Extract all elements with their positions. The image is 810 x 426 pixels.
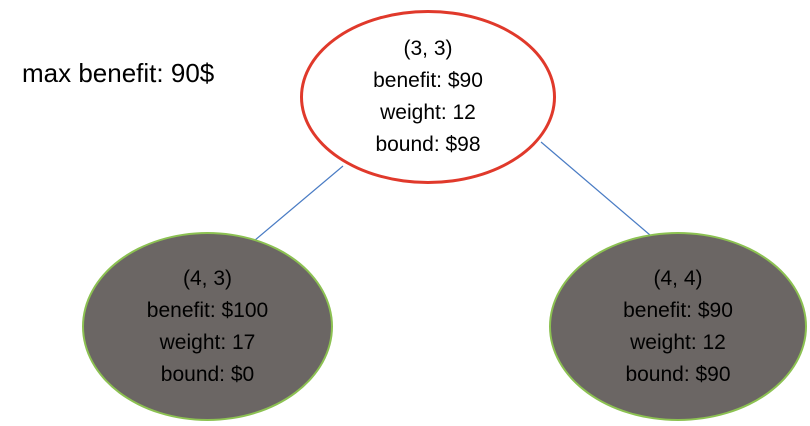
- node-id: (4, 3): [182, 266, 232, 290]
- max-benefit-label: max benefit: 90$: [22, 58, 215, 88]
- node-bound: bound: $98: [375, 133, 481, 156]
- node-benefit: benefit: $90: [623, 298, 733, 322]
- node-weight: weight: 12: [630, 330, 726, 354]
- node-benefit: benefit: $90: [373, 69, 483, 92]
- node-id: (4, 4): [653, 266, 703, 290]
- node-bound: bound: $90: [625, 362, 731, 386]
- node-bound: bound: $0: [160, 362, 255, 386]
- node-id: (3, 3): [403, 37, 453, 60]
- node-weight: weight: 12: [380, 101, 476, 124]
- tree-node-root: (3, 3) benefit: $90 weight: 12 bound: $9…: [300, 10, 556, 184]
- node-weight: weight: 17: [159, 330, 256, 354]
- edge-root-to-right: [540, 141, 658, 242]
- edge-root-to-left: [247, 165, 344, 247]
- tree-node-left: (4, 3) benefit: $100 weight: 17 bound: $…: [82, 232, 333, 421]
- node-benefit: benefit: $100: [146, 298, 269, 322]
- tree-node-right: (4, 4) benefit: $90 weight: 12 bound: $9…: [549, 232, 807, 421]
